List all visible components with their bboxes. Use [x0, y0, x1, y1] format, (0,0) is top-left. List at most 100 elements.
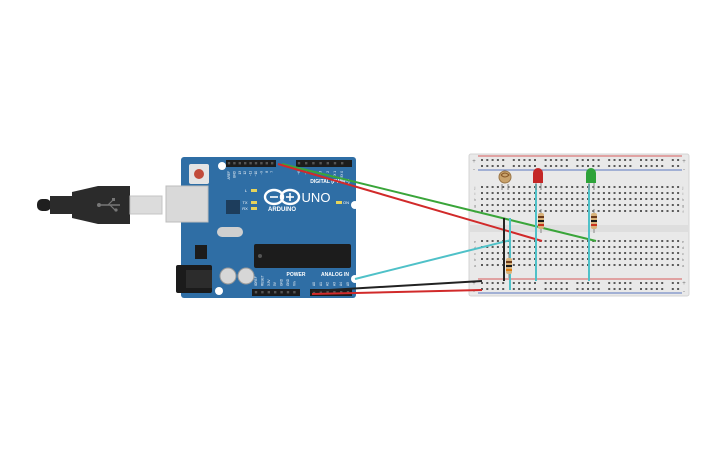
- breadboard-rail-hole[interactable]: [576, 288, 579, 290]
- breadboard-rail-hole[interactable]: [671, 288, 674, 290]
- breadboard-rail-hole[interactable]: [555, 288, 558, 290]
- breadboard-hole[interactable]: [560, 246, 563, 248]
- breadboard-hole[interactable]: [645, 264, 648, 266]
- breadboard-hole[interactable]: [571, 258, 574, 260]
- breadboard-rail-hole[interactable]: [592, 165, 595, 167]
- breadboard-hole[interactable]: [640, 192, 642, 194]
- breadboard-hole[interactable]: [555, 204, 558, 206]
- breadboard-hole[interactable]: [655, 198, 658, 200]
- breadboard-hole[interactable]: [661, 246, 664, 248]
- breadboard-hole[interactable]: [512, 258, 515, 260]
- breadboard-rail-hole[interactable]: [650, 165, 653, 167]
- breadboard-hole[interactable]: [650, 186, 653, 188]
- breadboard-rail-hole[interactable]: [671, 165, 674, 167]
- breadboard-rail-hole[interactable]: [581, 159, 584, 161]
- breadboard-hole[interactable]: [528, 186, 531, 188]
- breadboard-hole[interactable]: [544, 258, 547, 260]
- breadboard-hole[interactable]: [555, 258, 558, 260]
- breadboard-hole[interactable]: [645, 240, 648, 242]
- breadboard-hole[interactable]: [661, 204, 664, 206]
- breadboard-hole[interactable]: [671, 252, 674, 254]
- breadboard-rail-hole[interactable]: [486, 159, 489, 161]
- breadboard-hole[interactable]: [592, 264, 595, 266]
- breadboard-rail-hole[interactable]: [549, 165, 552, 167]
- breadboard-hole[interactable]: [512, 252, 515, 254]
- digital-pin[interactable]: [341, 162, 344, 165]
- breadboard-hole[interactable]: [539, 252, 542, 254]
- breadboard-rail-hole[interactable]: [661, 288, 664, 290]
- breadboard-hole[interactable]: [539, 210, 542, 212]
- breadboard-hole[interactable]: [655, 264, 658, 266]
- breadboard-rail-hole[interactable]: [576, 165, 579, 167]
- green-led-icon[interactable]: [586, 168, 596, 190]
- breadboard-hole[interactable]: [677, 240, 680, 242]
- green-wire[interactable]: [281, 163, 597, 242]
- breadboard-hole[interactable]: [549, 210, 552, 212]
- breadboard-rail-hole[interactable]: [597, 282, 600, 284]
- breadboard-hole[interactable]: [608, 252, 611, 254]
- breadboard-hole[interactable]: [528, 258, 531, 260]
- breadboard-hole[interactable]: [571, 204, 574, 206]
- breadboard-hole[interactable]: [555, 186, 558, 188]
- breadboard-hole[interactable]: [624, 186, 627, 188]
- digital-pin[interactable]: [260, 162, 263, 165]
- breadboard-rail-hole[interactable]: [645, 282, 648, 284]
- breadboard-rail-hole[interactable]: [677, 165, 680, 167]
- breadboard-rail-hole[interactable]: [640, 282, 642, 284]
- breadboard-rail-hole[interactable]: [534, 159, 536, 161]
- breadboard-hole[interactable]: [645, 204, 648, 206]
- breadboard-hole[interactable]: [655, 204, 658, 206]
- breadboard-rail-hole[interactable]: [587, 165, 589, 167]
- breadboard-hole[interactable]: [634, 198, 637, 200]
- breadboard-hole[interactable]: [496, 252, 499, 254]
- breadboard-hole[interactable]: [481, 258, 483, 260]
- breadboard-hole[interactable]: [666, 264, 669, 266]
- breadboard-hole[interactable]: [528, 246, 531, 248]
- breadboard-hole[interactable]: [655, 186, 658, 188]
- breadboard-rail-hole[interactable]: [496, 288, 499, 290]
- breadboard-hole[interactable]: [481, 240, 483, 242]
- breadboard-hole[interactable]: [618, 210, 621, 212]
- breadboard-hole[interactable]: [560, 204, 563, 206]
- breadboard-hole[interactable]: [512, 204, 515, 206]
- breadboard-hole[interactable]: [624, 246, 627, 248]
- breadboard-rail-hole[interactable]: [661, 282, 664, 284]
- breadboard-hole[interactable]: [512, 186, 515, 188]
- breadboard-rail-hole[interactable]: [481, 282, 483, 284]
- breadboard-hole[interactable]: [613, 210, 616, 212]
- breadboard-hole[interactable]: [560, 252, 563, 254]
- breadboard-rail-hole[interactable]: [597, 159, 600, 161]
- breadboard-hole[interactable]: [671, 264, 674, 266]
- breadboard-hole[interactable]: [671, 198, 674, 200]
- breadboard-hole[interactable]: [512, 246, 515, 248]
- breadboard-hole[interactable]: [560, 198, 563, 200]
- breadboard-hole[interactable]: [486, 264, 489, 266]
- breadboard-hole[interactable]: [481, 198, 483, 200]
- breadboard-hole[interactable]: [523, 192, 526, 194]
- digital-pin[interactable]: [297, 162, 301, 165]
- breadboard-hole[interactable]: [486, 186, 489, 188]
- breadboard-hole[interactable]: [640, 240, 642, 242]
- breadboard-hole[interactable]: [640, 198, 642, 200]
- breadboard-rail-hole[interactable]: [549, 159, 552, 161]
- breadboard-hole[interactable]: [661, 252, 664, 254]
- breadboard-hole[interactable]: [624, 198, 627, 200]
- breadboard-rail-hole[interactable]: [518, 282, 521, 284]
- breadboard-hole[interactable]: [560, 264, 563, 266]
- breadboard-hole[interactable]: [661, 198, 664, 200]
- breadboard-rail-hole[interactable]: [661, 159, 664, 161]
- breadboard-rail-hole[interactable]: [587, 288, 589, 290]
- breadboard-rail-hole[interactable]: [502, 288, 505, 290]
- breadboard-rail-hole[interactable]: [613, 282, 616, 284]
- breadboard-hole[interactable]: [618, 258, 621, 260]
- breadboard-hole[interactable]: [624, 210, 627, 212]
- breadboard-hole[interactable]: [650, 246, 653, 248]
- breadboard-hole[interactable]: [640, 264, 642, 266]
- breadboard-hole[interactable]: [565, 198, 568, 200]
- breadboard-hole[interactable]: [661, 258, 664, 260]
- breadboard-hole[interactable]: [650, 192, 653, 194]
- breadboard-hole[interactable]: [486, 210, 489, 212]
- breadboard-rail-hole[interactable]: [677, 159, 680, 161]
- breadboard-hole[interactable]: [571, 210, 574, 212]
- breadboard-hole[interactable]: [618, 192, 621, 194]
